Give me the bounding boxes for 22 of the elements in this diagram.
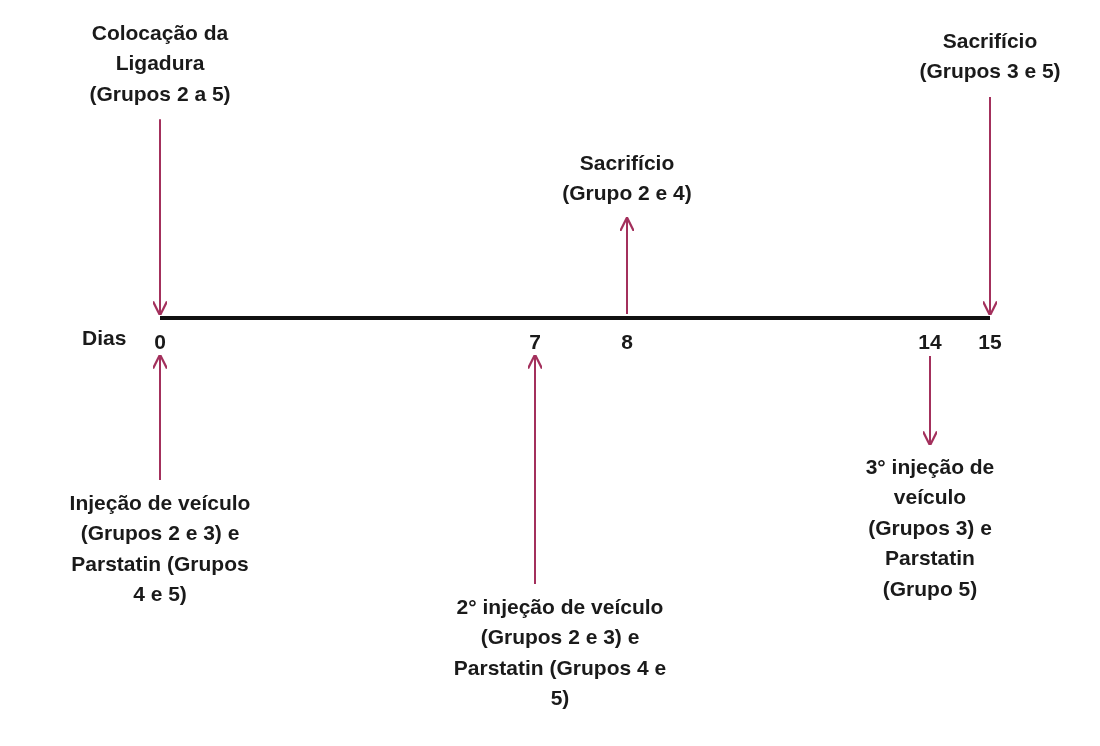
event-label: Colocação da Ligadura: [90, 20, 230, 77]
arrow: [921, 355, 939, 447]
group-note: (Grupos 3 e 5): [918, 58, 1062, 85]
event-label: 3° injeção de veículo (Grupos 3) e Parstatin (Grupo 5): [864, 454, 996, 602]
axis-title: Dias: [82, 326, 127, 350]
day-number: 0: [153, 330, 167, 354]
day-number: 8: [620, 330, 634, 354]
group-note: (Grupo 2 e 4): [561, 180, 693, 207]
day-number: 15: [977, 330, 1003, 354]
event-label: Injeção de veículo (Grupos 2 e 3) e Parstatin (Grupos 4 e 5): [68, 490, 252, 608]
day-number: 7: [528, 330, 542, 354]
arrow: [151, 118, 169, 317]
arrow: [151, 353, 169, 481]
arrow: [526, 353, 544, 585]
arrow: [618, 216, 636, 315]
event-label: 2° injeção de veículo (Grupos 2 e 3) e Parstatin (Grupos 4 e 5): [452, 594, 668, 712]
event-label: Sacrifício: [941, 28, 1039, 54]
arrow: [981, 95, 999, 317]
group-note: (Grupos 2 a 5): [88, 80, 232, 107]
timeline-bar: [160, 316, 990, 320]
event-label: Sacrifício: [578, 150, 676, 176]
day-number: 14: [917, 330, 943, 354]
